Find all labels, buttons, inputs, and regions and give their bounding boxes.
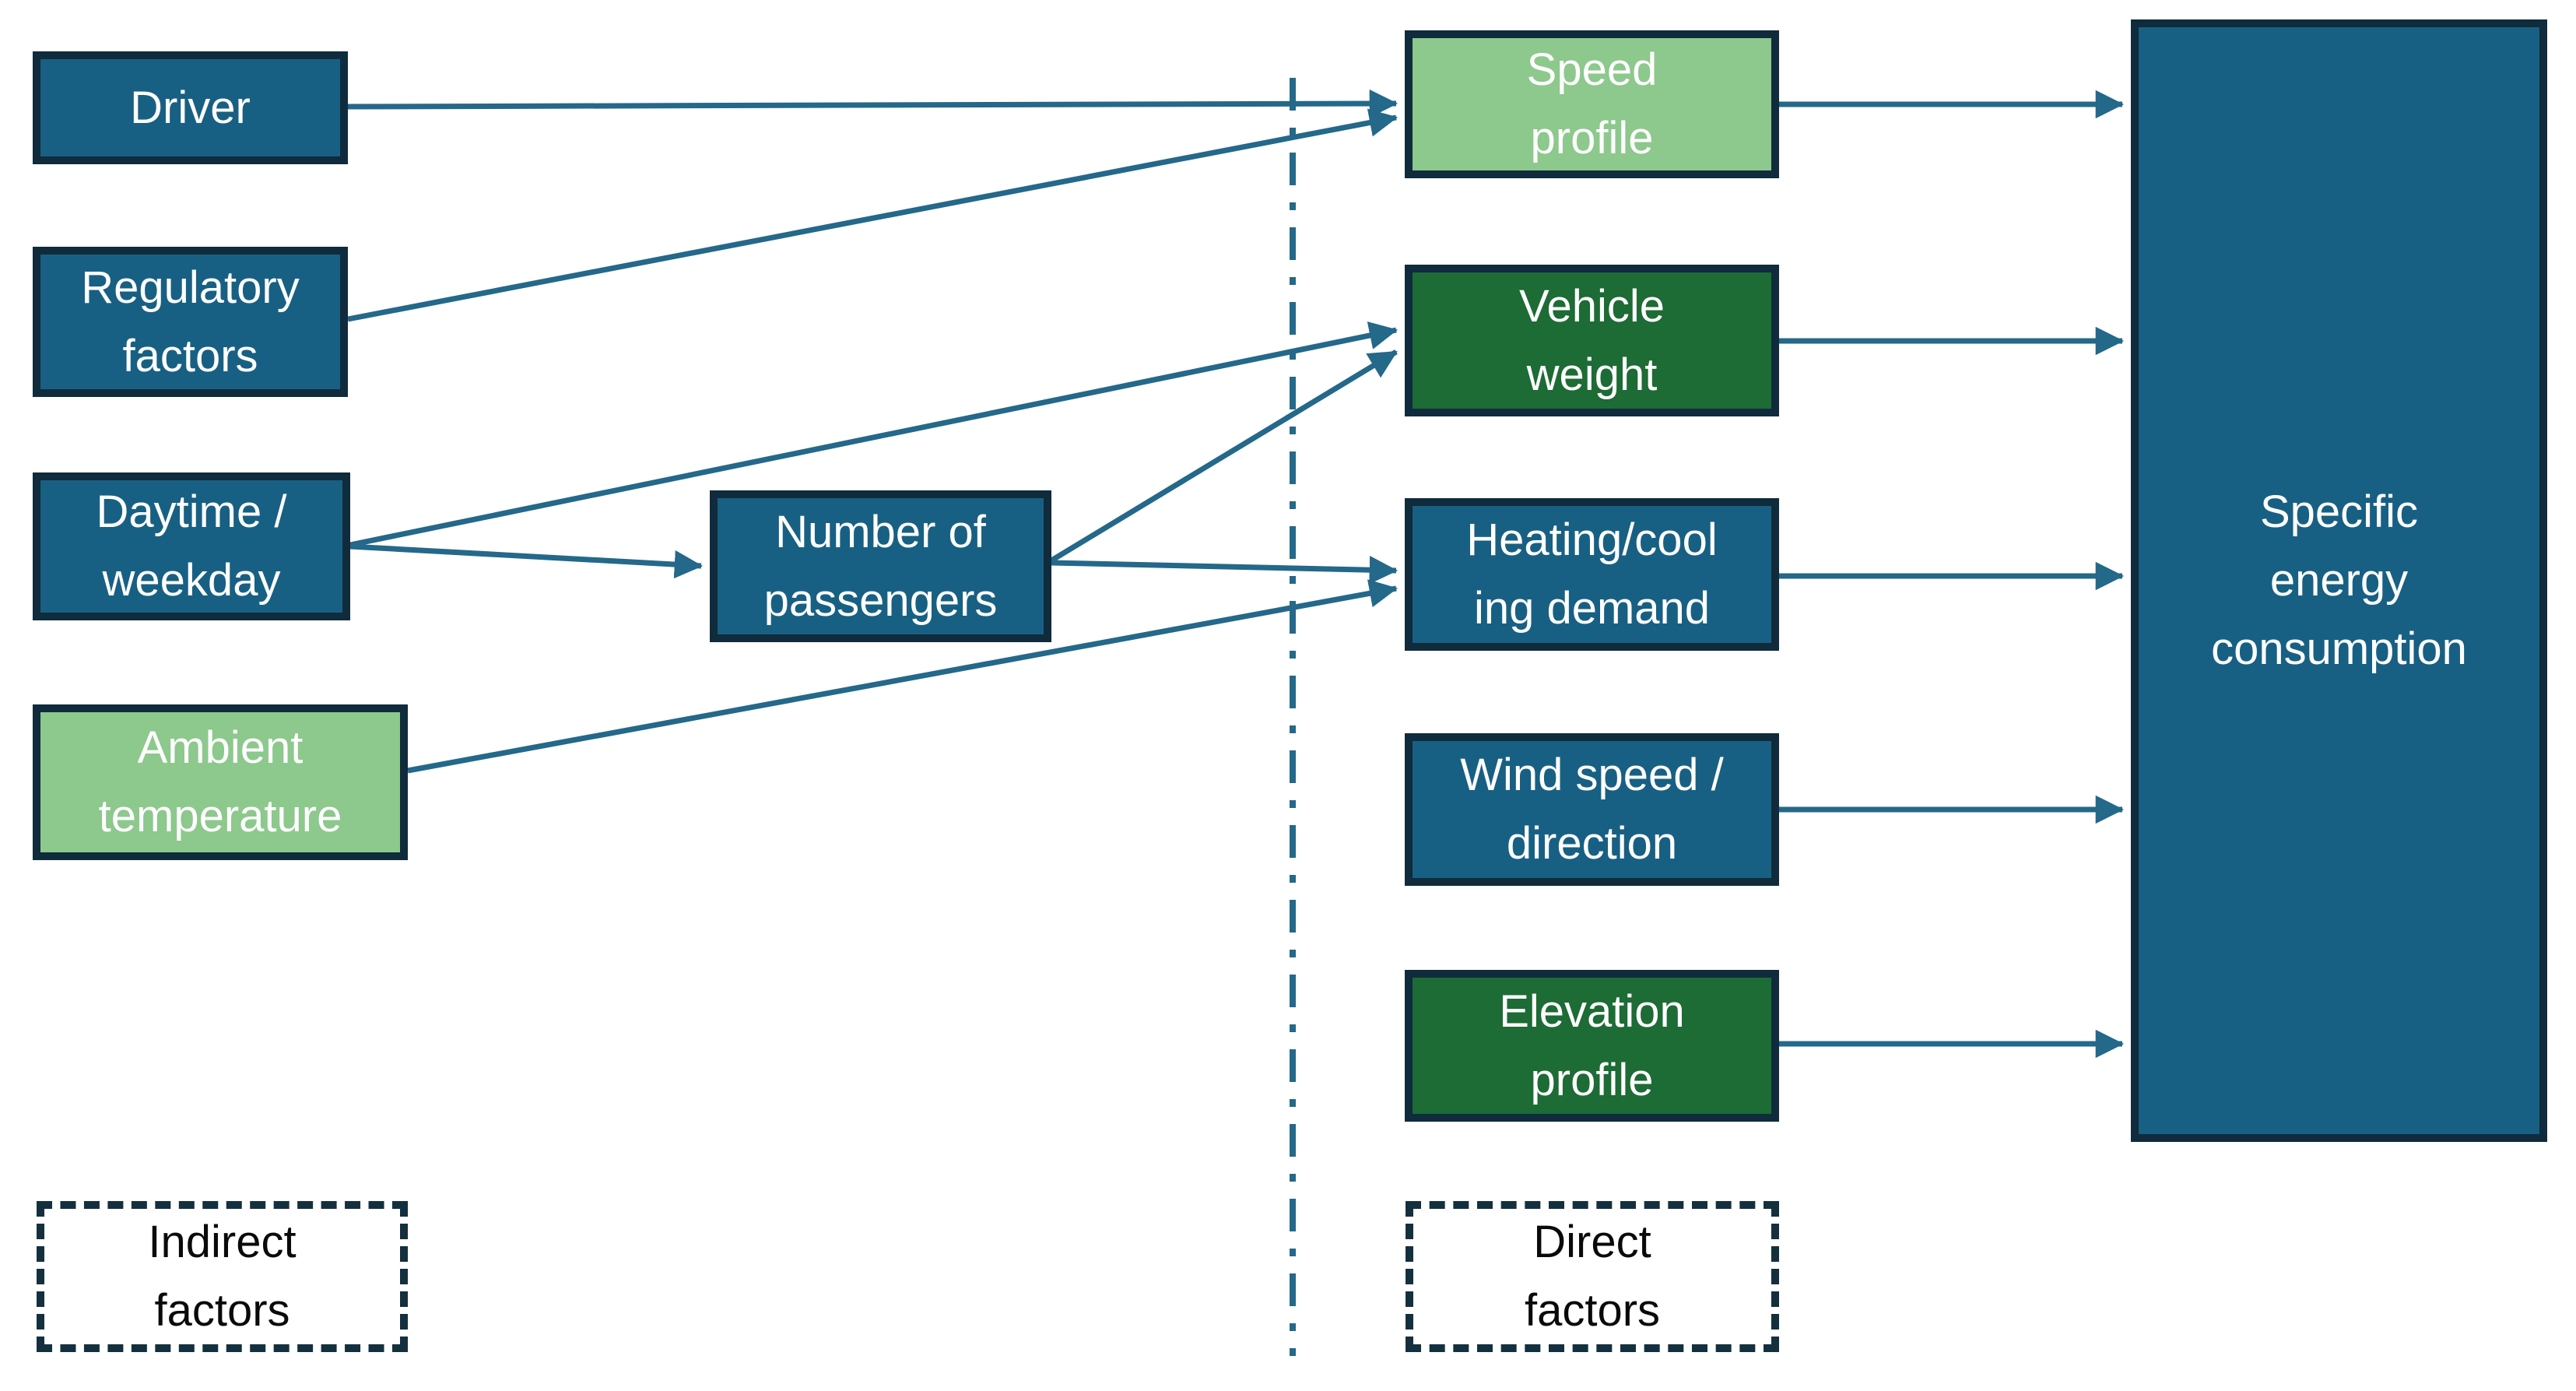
node-label-passengers: Number of passengers bbox=[763, 506, 998, 626]
edge-group bbox=[347, 89, 2125, 1059]
node-label-heating: Heating/cool ing demand bbox=[1466, 515, 1718, 634]
node-label-direct: Direct factors bbox=[1524, 1217, 1661, 1336]
node-passengers: Number of passengers bbox=[710, 490, 1051, 642]
node-sec: Specific energy consumption bbox=[2131, 19, 2547, 1142]
node-label-speed: Speed profile bbox=[1526, 44, 1658, 163]
node-speed: Speed profile bbox=[1405, 30, 1779, 178]
node-label-elevation: Elevation profile bbox=[1499, 985, 1685, 1105]
node-label-wind: Wind speed / direction bbox=[1460, 750, 1724, 869]
node-label-driver: Driver bbox=[130, 82, 251, 133]
node-label-indirect: Indirect factors bbox=[148, 1217, 297, 1336]
node-ambient: Ambient temperature bbox=[33, 704, 408, 860]
node-indirect: Indirect factors bbox=[37, 1201, 408, 1352]
node-label-sec: Specific energy consumption bbox=[2211, 486, 2467, 674]
node-label-regulatory: Regulatory factors bbox=[81, 262, 300, 381]
node-daytime: Daytime / weekday bbox=[33, 472, 350, 620]
edge-ambient-to-heating bbox=[407, 579, 1399, 774]
node-direct: Direct factors bbox=[1406, 1201, 1779, 1352]
node-label-vehicle: Vehicle weight bbox=[1518, 280, 1665, 400]
node-heating: Heating/cool ing demand bbox=[1405, 498, 1779, 651]
edge-passengers-to-vehicle bbox=[1050, 350, 1398, 563]
node-regulatory: Regulatory factors bbox=[33, 247, 348, 397]
edge-passengers-to-heating bbox=[1051, 556, 1399, 585]
edge-daytime-to-vehicle bbox=[349, 321, 1399, 548]
node-label-ambient: Ambient temperature bbox=[98, 722, 342, 841]
node-wind: Wind speed / direction bbox=[1405, 733, 1779, 886]
edge-driver-to-speed bbox=[347, 89, 1399, 118]
edge-daytime-to-passengers bbox=[349, 543, 704, 579]
node-label-daytime: Daytime / weekday bbox=[96, 486, 287, 606]
node-vehicle: Vehicle weight bbox=[1405, 265, 1779, 416]
node-driver: Driver bbox=[33, 51, 348, 164]
edge-regulatory-to-speed bbox=[347, 108, 1399, 322]
node-elevation: Elevation profile bbox=[1405, 970, 1779, 1122]
